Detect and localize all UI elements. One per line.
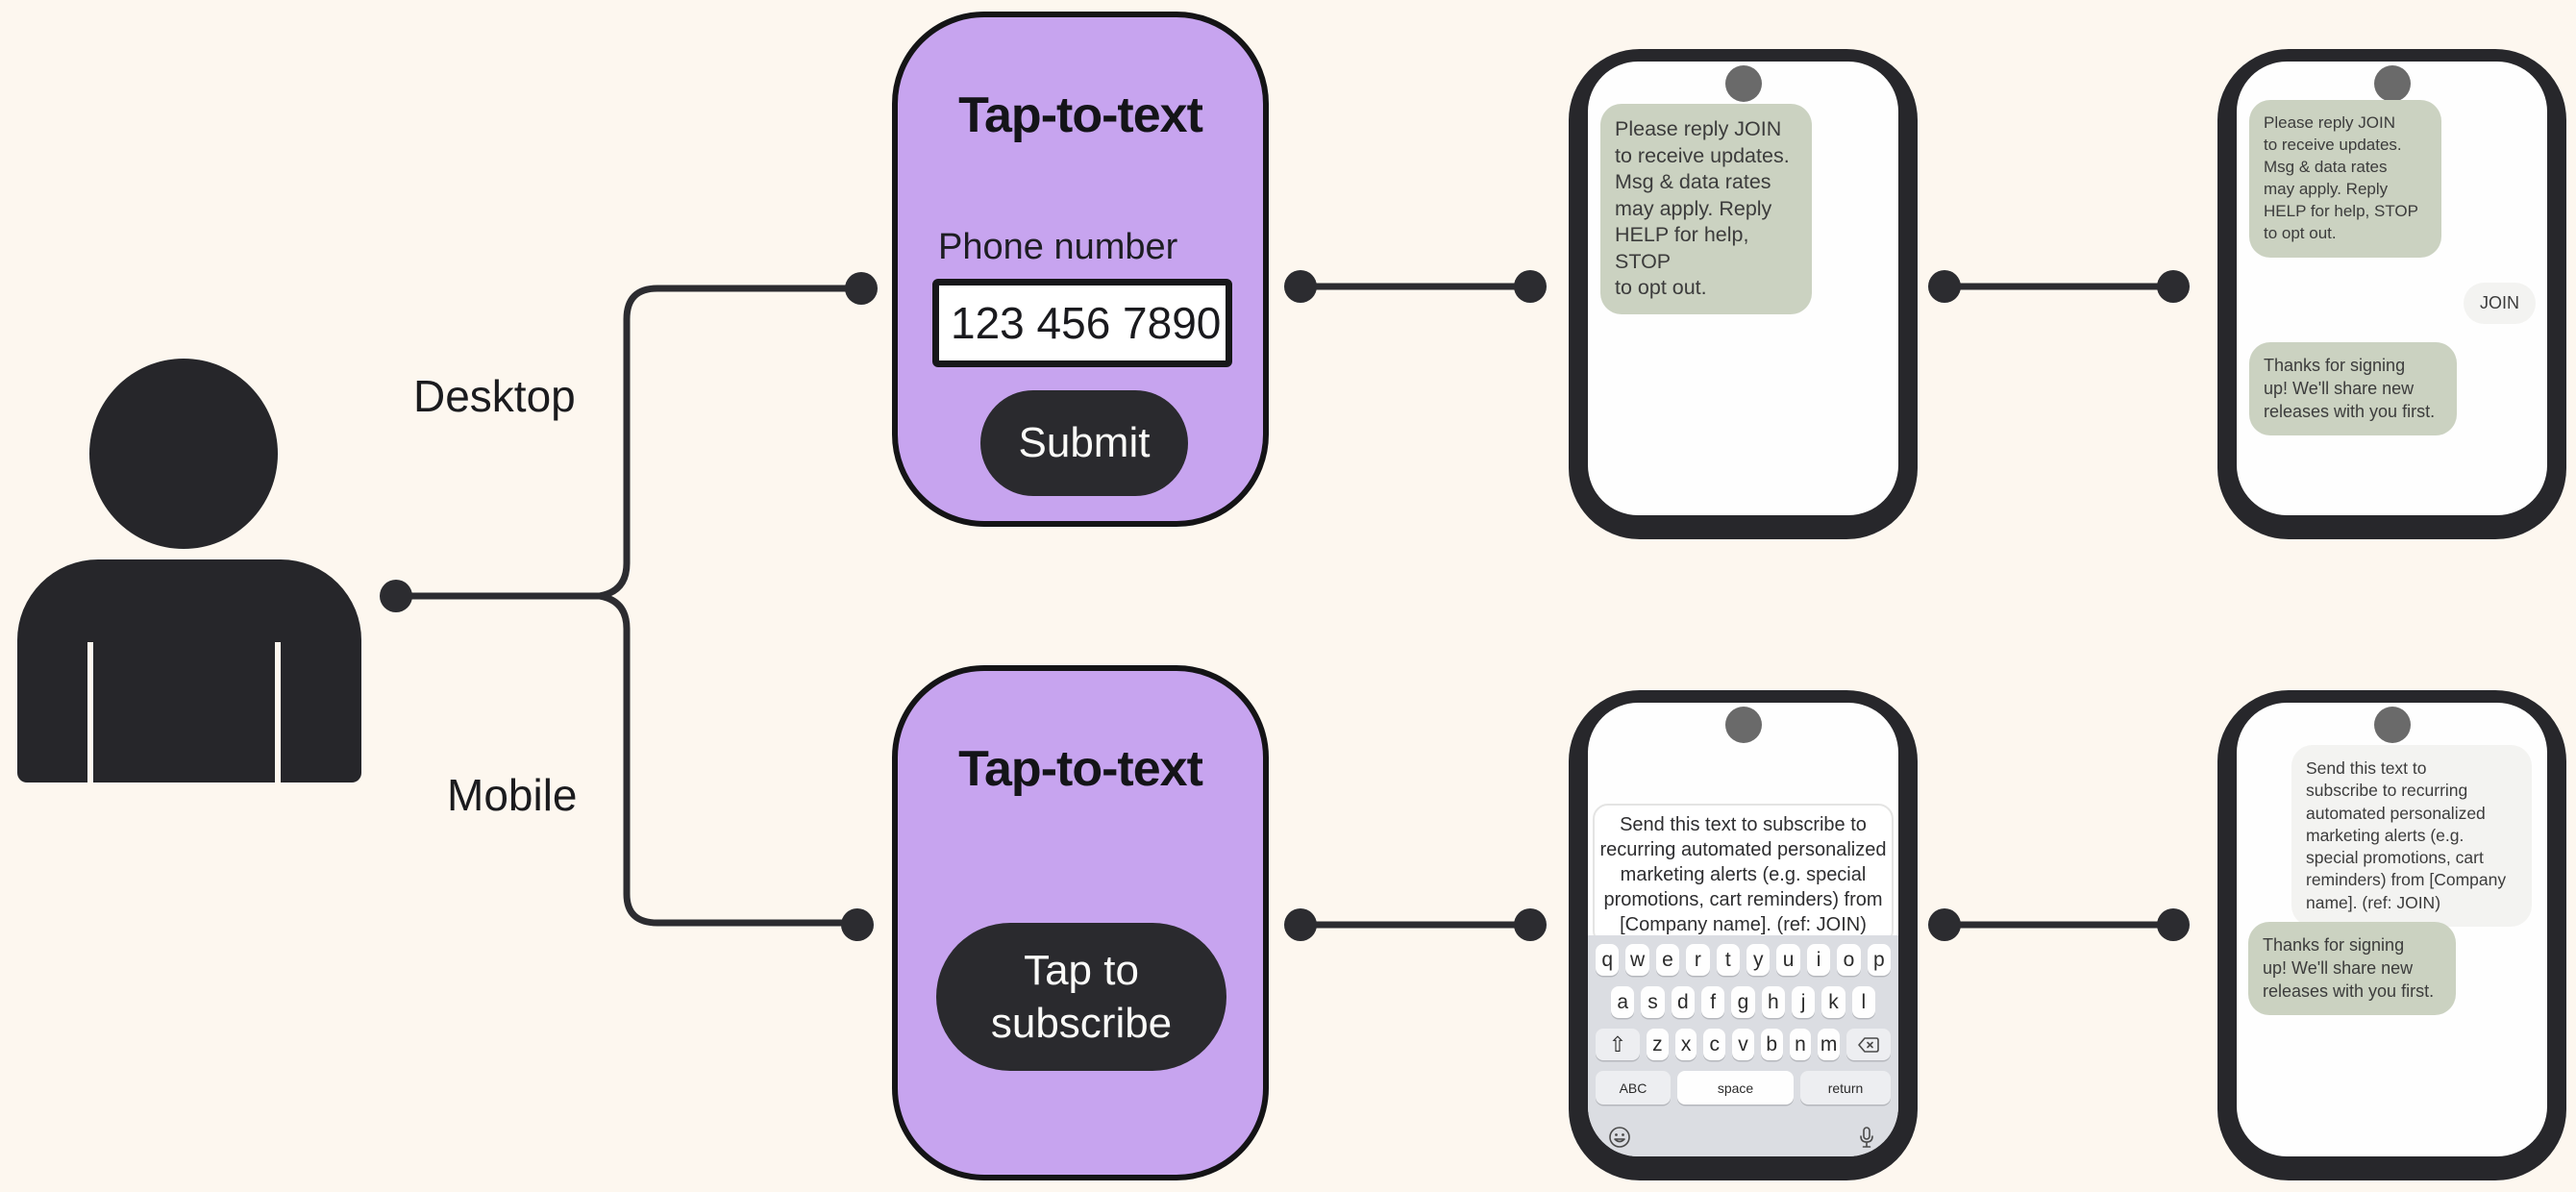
branch-up-line (596, 285, 861, 600)
key-u[interactable]: u (1776, 944, 1800, 976)
key-h[interactable]: h (1761, 986, 1785, 1018)
key-f[interactable]: f (1700, 986, 1725, 1018)
mobile-signup-card: Tap-to-text Tap to subscribe (892, 665, 1269, 1180)
card-title: Tap-to-text (958, 741, 1203, 797)
incoming-message-bubble: Please reply JOIN to receive updates. Ms… (1588, 104, 1812, 316)
key-y[interactable]: y (1746, 944, 1771, 976)
incoming-thanks-bubble: Thanks for signing up! We'll share new r… (2237, 922, 2456, 1018)
key-e[interactable]: e (1655, 944, 1680, 976)
space-key[interactable]: space (1677, 1071, 1794, 1105)
connector-dot (380, 580, 412, 612)
connector-dot (1928, 270, 1961, 303)
camera-dot-icon (1724, 65, 1762, 102)
key-o[interactable]: o (1837, 944, 1861, 976)
phone-number-label: Phone number (938, 227, 1178, 267)
connector-dot (2157, 270, 2190, 303)
tap-to-subscribe-button[interactable]: Tap to subscribe (936, 923, 1226, 1071)
mic-icon[interactable] (1854, 1125, 1879, 1150)
submit-button[interactable]: Submit (980, 390, 1188, 496)
connector-dot (1928, 908, 1961, 941)
phone-confirm-conversation: Please reply JOIN to receive updates. Ms… (2217, 49, 2566, 539)
key-t[interactable]: t (1716, 944, 1741, 976)
user-arm-line (87, 642, 93, 782)
key-z[interactable]: z (1647, 1029, 1669, 1060)
shift-key[interactable]: ⇧ (1596, 1029, 1640, 1060)
key-x[interactable]: x (1674, 1029, 1697, 1060)
phone-compose-draft: Send this text to subscribe to recurring… (1569, 690, 1918, 1180)
connector-dot (2157, 908, 2190, 941)
camera-dot-icon (2373, 65, 2411, 102)
connector-dot (1514, 270, 1547, 303)
phone-screen: Send this text to subscribe to recurring… (1588, 703, 1898, 1156)
camera-dot-icon (2373, 707, 2411, 743)
connector-dot (1284, 270, 1317, 303)
connector-dot (1514, 908, 1547, 941)
incoming-message-bubble: Please reply JOIN to receive updates. Ms… (2237, 100, 2441, 260)
connector-dot (841, 908, 874, 941)
key-j[interactable]: j (1791, 986, 1816, 1018)
camera-dot-icon (1724, 707, 1762, 743)
phone-optin-message: Please reply JOIN to receive updates. Ms… (1569, 49, 1918, 539)
key-i[interactable]: i (1806, 944, 1831, 976)
phone-sent-conversation: Send this text to subscribe to recurring… (2217, 690, 2566, 1180)
backspace-icon (1858, 1036, 1879, 1053)
key-c[interactable]: c (1703, 1029, 1726, 1060)
key-s[interactable]: s (1641, 986, 1665, 1018)
abc-key[interactable]: ABC (1596, 1071, 1671, 1105)
key-p[interactable]: p (1867, 944, 1892, 976)
draft-message-box[interactable]: Send this text to subscribe to recurring… (1593, 804, 1894, 946)
phone-number-input[interactable]: 123 456 7890 (932, 279, 1232, 367)
key-k[interactable]: k (1821, 986, 1845, 1018)
return-key[interactable]: return (1800, 1071, 1891, 1105)
phone-screen: Please reply JOIN to receive updates. Ms… (2237, 62, 2547, 515)
connector-dot (1284, 908, 1317, 941)
key-d[interactable]: d (1671, 986, 1695, 1018)
branch-down-line (596, 592, 857, 927)
backspace-key[interactable] (1846, 1029, 1891, 1060)
key-g[interactable]: g (1731, 986, 1755, 1018)
key-r[interactable]: r (1686, 944, 1710, 976)
connector-dot (845, 272, 878, 305)
emoji-icon[interactable] (1607, 1125, 1632, 1150)
incoming-thanks-bubble: Thanks for signing up! We'll share new r… (2237, 342, 2457, 438)
key-w[interactable]: w (1625, 944, 1649, 976)
keyboard-row-4: ABC space return (1596, 1071, 1891, 1105)
card-title: Tap-to-text (958, 87, 1203, 143)
key-v[interactable]: v (1732, 1029, 1754, 1060)
branch-label-desktop: Desktop (413, 371, 576, 421)
user-head-icon (89, 359, 278, 549)
key-a[interactable]: a (1611, 986, 1635, 1018)
key-n[interactable]: n (1789, 1029, 1812, 1060)
keyboard-footer (1596, 1115, 1891, 1156)
phone-screen: Please reply JOIN to receive updates. Ms… (1588, 62, 1898, 515)
branch-label-mobile: Mobile (447, 770, 578, 820)
user-torso-icon (17, 559, 361, 782)
desktop-signup-card: Tap-to-text Phone number 123 456 7890 Su… (892, 12, 1269, 527)
key-q[interactable]: q (1596, 944, 1620, 976)
key-m[interactable]: m (1818, 1029, 1841, 1060)
key-l[interactable]: l (1851, 986, 1875, 1018)
shift-icon: ⇧ (1608, 1031, 1627, 1056)
outgoing-message-bubble: Send this text to subscribe to recurring… (2291, 745, 2547, 929)
key-b[interactable]: b (1760, 1029, 1783, 1060)
user-arm-line (275, 642, 281, 782)
phone-screen: Send this text to subscribe to recurring… (2237, 703, 2547, 1156)
outgoing-join-bubble: JOIN (2463, 283, 2547, 326)
